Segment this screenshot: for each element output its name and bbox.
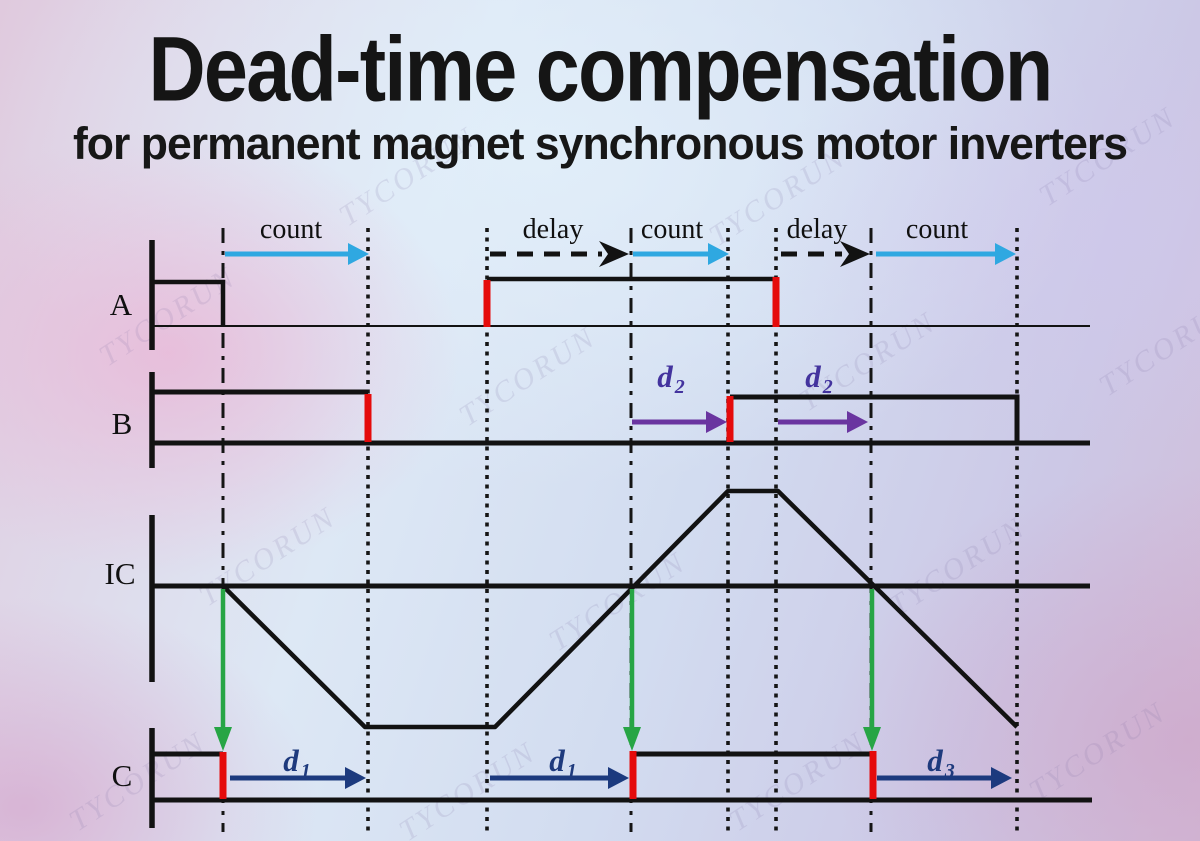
segment-label-count-2: count [640,214,704,245]
d2-arrows [632,411,868,433]
signal-label-ic: IC [104,556,136,591]
signal-a-pulse-1 [152,279,226,326]
d2-arrow-1-head [706,411,727,433]
d3-arrow-head [991,767,1012,789]
d2-label-2-base: d [805,359,821,394]
sampling-arrows [214,589,881,751]
green-arrow-1-head [214,727,232,751]
signal-a-waveform [152,276,776,326]
d3-label-base: d [927,743,943,778]
guide-lines [221,228,1019,832]
d2-arrow-2-head [847,411,868,433]
signal-label-a: A [109,287,133,322]
d1-label-2-base: d [549,743,565,778]
segment-label-count-3: count [905,214,969,245]
delay-arrow-2-head [840,241,870,267]
d1-label-1-sub: 1 [300,760,311,782]
red-switch-edges [219,277,877,799]
signal-b-waveform [152,389,1020,441]
signal-label-b: B [111,406,133,441]
d1-arrow-2-head [608,767,629,789]
d1-arrow-1-head [345,767,366,789]
page-subtitle: for permanent magnet synchronous motor i… [72,118,1128,169]
d2-label-1-sub: 2 [674,376,685,398]
d1-d3-arrows [230,767,1012,789]
segment-label-delay-2: delay [786,214,848,245]
ic-carrier-wave [221,488,1019,730]
count-arrow-1-head [348,243,369,265]
green-arrow-3-head [863,727,881,751]
page-title: Dead-time compensation [148,18,1054,121]
d3-label-sub: 3 [944,760,955,782]
d2-label-1-base: d [657,359,673,394]
delay-arrows [490,241,870,267]
d1-label-1-base: d [283,743,299,778]
count-arrow-2-head [708,243,729,265]
signal-label-c: C [111,758,133,793]
segment-label-delay-1: delay [522,214,584,245]
d1-label-2-sub: 1 [566,760,577,782]
d2-label-2-sub: 2 [822,376,833,398]
green-arrow-2-head [623,727,641,751]
delay-arrow-1-head [599,241,629,267]
signal-b-pulse-2 [730,394,1020,441]
segment-label-count-1: count [259,214,323,245]
count-arrows [225,243,1016,265]
count-arrow-3-head [995,243,1016,265]
